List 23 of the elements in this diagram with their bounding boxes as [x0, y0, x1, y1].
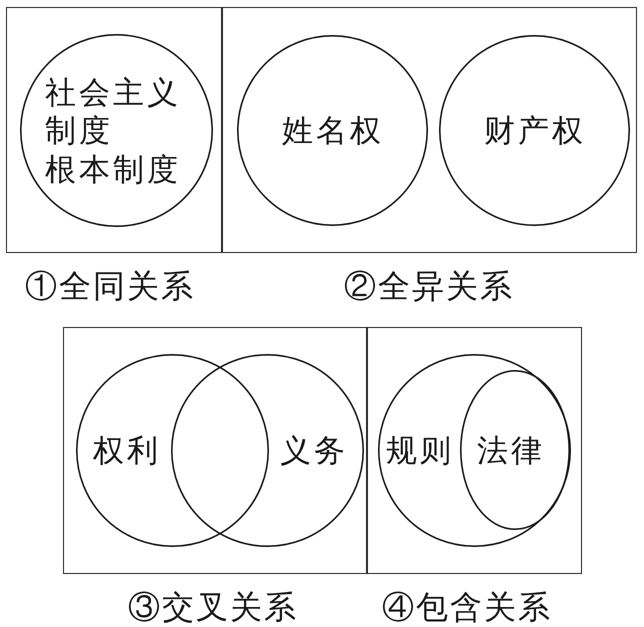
venn-circle [76, 354, 269, 547]
panel-frame [367, 327, 582, 574]
venn-circle [237, 35, 428, 226]
venn-circle [20, 34, 213, 227]
circle-label: 义务 [280, 432, 348, 470]
panel-frame [222, 7, 637, 253]
venn-circle [439, 35, 630, 226]
panel-frame [6, 7, 222, 253]
circle-label: 姓名权 [282, 112, 384, 150]
circle-label: 根本制度 [45, 151, 181, 189]
venn-ellipse [460, 370, 570, 530]
circle-label: 法律 [477, 432, 545, 470]
venn-circle [378, 354, 571, 547]
panel-caption: ③交叉关系 [128, 588, 298, 626]
circle-label: 社会主义制度 [45, 74, 182, 150]
panel-frame [63, 327, 367, 574]
venn-circle [171, 354, 364, 547]
circle-label: 财产权 [484, 112, 586, 150]
panel-caption: ②全异关系 [344, 267, 514, 305]
panel-caption: ①全同关系 [25, 267, 195, 305]
panel-caption: ④包含关系 [382, 588, 552, 626]
circle-label: 规则 [386, 432, 454, 470]
circle-label: 权利 [93, 432, 161, 470]
